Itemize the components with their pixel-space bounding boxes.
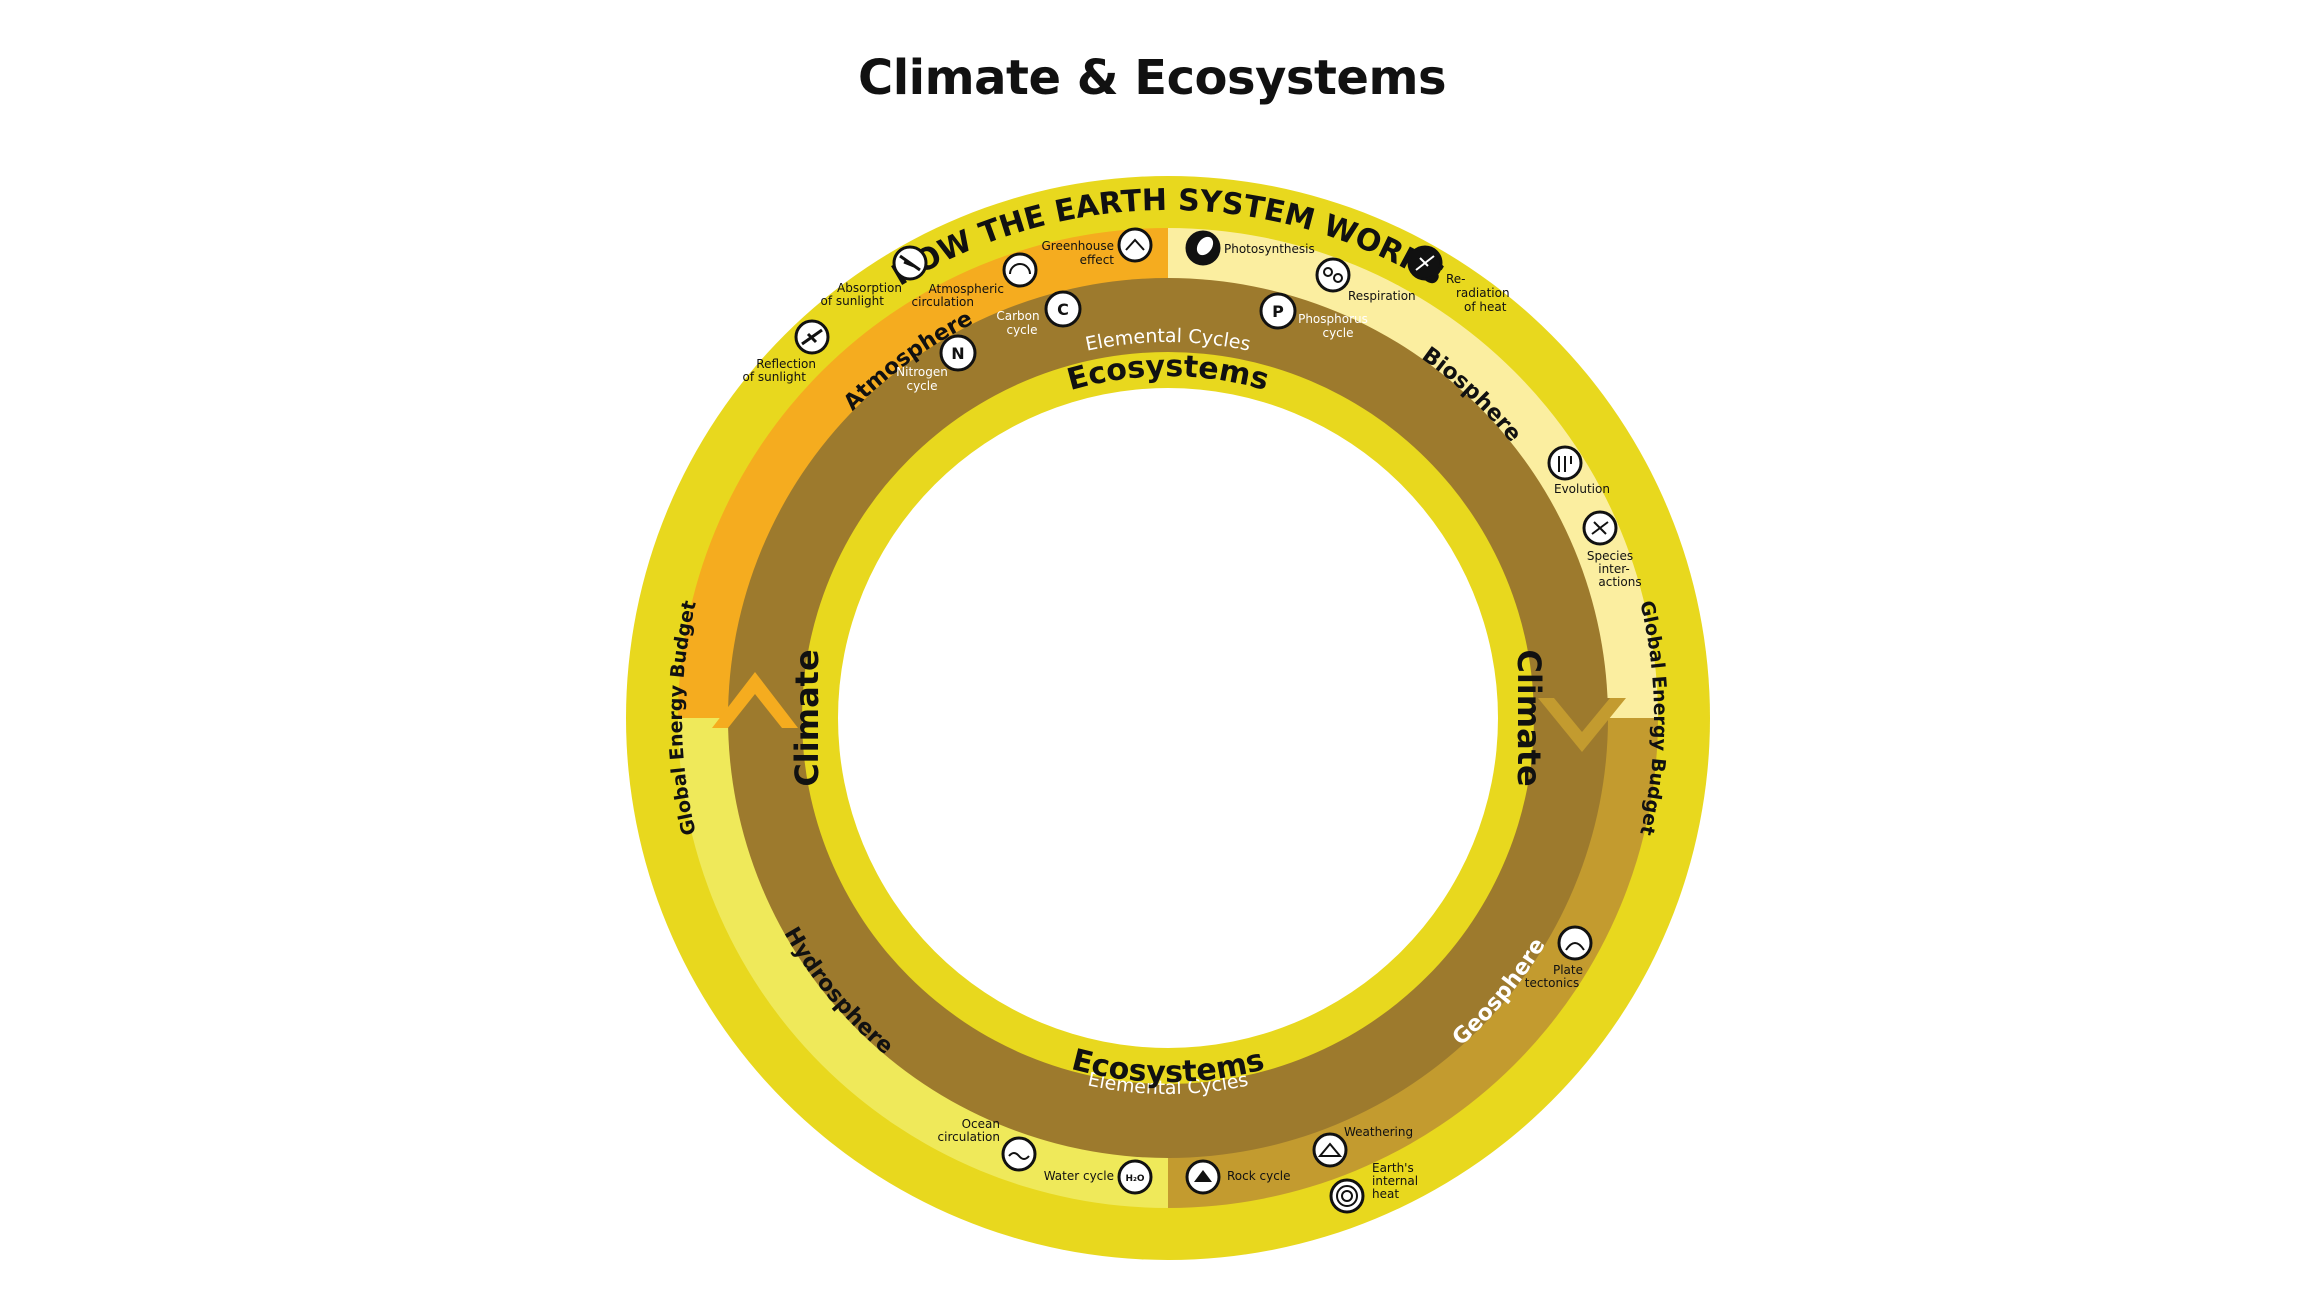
- respiration-process: Respiration: [1315, 257, 1416, 303]
- climate-label-right: Climate: [1510, 649, 1548, 786]
- nitrogen-icon: [939, 334, 977, 372]
- svg-text:Evolution: Evolution: [1554, 482, 1610, 496]
- svg-text:Weathering: Weathering: [1344, 1125, 1413, 1139]
- phosphorus-icon: [1259, 292, 1297, 330]
- svg-text:P: P: [1272, 302, 1284, 321]
- climate-arrow-right: [1538, 698, 1626, 752]
- svg-text:N: N: [951, 344, 964, 363]
- svg-text:Respiration: Respiration: [1348, 289, 1416, 303]
- respiration-icon: [1315, 257, 1351, 293]
- water-icon: [1117, 1159, 1153, 1195]
- weathering-icon: [1312, 1132, 1348, 1168]
- svg-text:Water cycle: Water cycle: [1044, 1169, 1114, 1183]
- svg-text:H₂O: H₂O: [1125, 1174, 1144, 1184]
- greenhouse-icon: [1117, 227, 1153, 263]
- carbon-icon: [1044, 290, 1082, 328]
- evolution-process: Evolution: [1547, 445, 1610, 496]
- page-title: Climate & Ecosystems: [857, 50, 1447, 106]
- climate-arrow-left: [712, 672, 798, 728]
- weathering-process: Weathering: [1312, 1125, 1413, 1168]
- atm-circulation-icon: [1002, 252, 1038, 288]
- earth-heat-icon: [1329, 1178, 1365, 1214]
- svg-text:Photosynthesis: Photosynthesis: [1224, 242, 1315, 256]
- water-cycle-process: H₂O Water cycle: [1044, 1159, 1153, 1195]
- svg-text:Rock cycle: Rock cycle: [1227, 1169, 1291, 1183]
- photosynthesis-process: Photosynthesis: [1185, 230, 1315, 266]
- climate-label-left: Climate: [788, 649, 826, 786]
- wave-icon: [1001, 1136, 1037, 1172]
- center: [838, 388, 1498, 1048]
- svg-text:C: C: [1057, 300, 1069, 319]
- rock-cycle-process: Rock cycle: [1185, 1159, 1291, 1195]
